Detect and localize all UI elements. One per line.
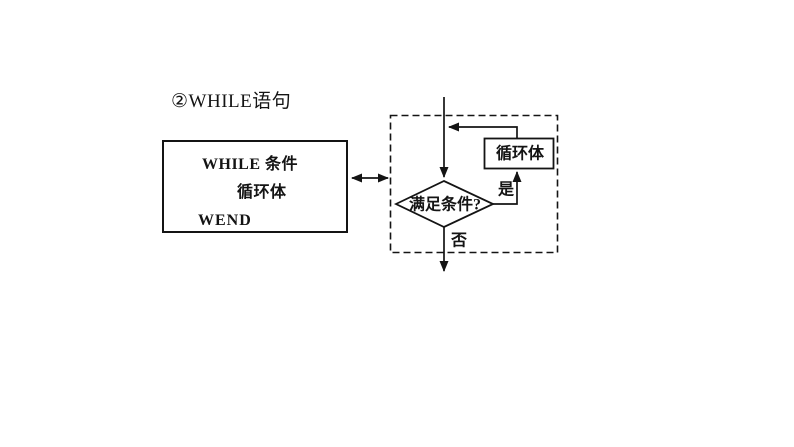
code-line-loop-body: 循环体 <box>237 184 287 201</box>
feedback-arrow <box>448 122 518 139</box>
flow-region-dashed-box <box>389 114 559 254</box>
yes-branch-arrow <box>493 171 522 205</box>
while-syntax-box: WHILE 条件 循环体 WEND <box>162 140 348 233</box>
yes-label: 是 <box>497 181 514 199</box>
no-label: 否 <box>450 232 467 250</box>
condition-diamond <box>393 180 496 228</box>
code-line-wend: WEND <box>198 212 252 229</box>
condition-label: 满足条件? <box>409 195 481 214</box>
loop-body-box <box>483 137 555 170</box>
code-line-while-condition: WHILE 条件 <box>202 156 299 173</box>
section-title: ②WHILE语句 <box>171 91 292 112</box>
loop-body-label: 循环体 <box>496 144 545 163</box>
